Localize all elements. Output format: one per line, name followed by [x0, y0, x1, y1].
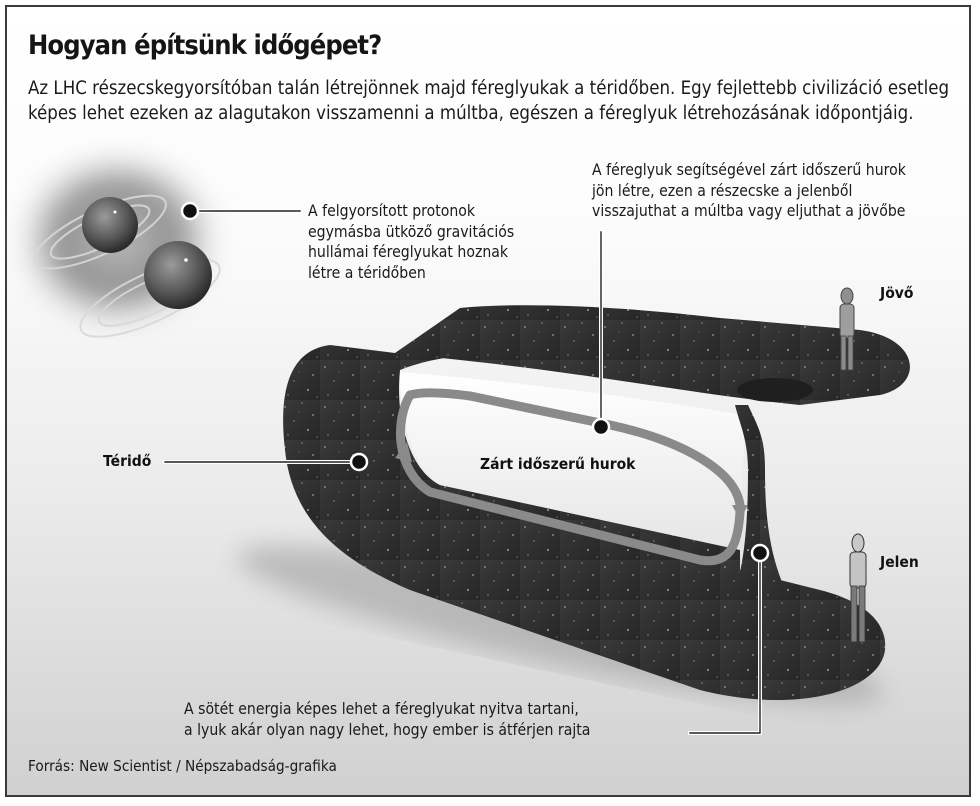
label-present: Jelen: [880, 553, 919, 571]
callout-line: A sötét energia képes lehet a féreglyuka…: [184, 699, 579, 718]
protons-marker-dot: [180, 201, 200, 221]
callout-closed-loop: A féreglyuk segítségével zárt időszerű h…: [592, 160, 906, 222]
callout-line: A féreglyuk segítségével zárt időszerű h…: [592, 160, 906, 179]
label-spacetime: Téridő: [103, 452, 152, 470]
callout-line: visszajuthat a múltba vagy eljuthat a jö…: [592, 201, 906, 220]
callout-line: A felgyorsított protonok: [308, 201, 476, 220]
loop-arrow-head-down: [732, 505, 748, 520]
proton-1: [82, 197, 138, 253]
spacetime-sheet: [283, 305, 910, 701]
callout-line: a lyuk akár olyan nagy lehet, hogy ember…: [184, 719, 591, 739]
intro-paragraph: Az LHC részecskegyorsítóban talán létrej…: [28, 76, 973, 126]
loop-marker-dot: [591, 417, 611, 437]
callout-dark-energy: A sötét energia képes lehet a féreglyuka…: [184, 699, 590, 740]
intro-line: Az LHC részecskegyorsítóban talán létrej…: [28, 78, 950, 99]
page-title: Hogyan építsünk időgépet?: [28, 30, 382, 61]
callout-line: hullámai féreglyukat hoznak: [308, 242, 509, 261]
leader-lines: [163, 209, 762, 735]
closed-timelike-loop-arrow: [396, 388, 745, 566]
source-credit: Forrás: New Scientist / Népszabadság-gra…: [28, 757, 337, 775]
callout-line: jön létre, ezen a részecske a jelenből: [592, 180, 853, 200]
wormhole-marker-dot: [750, 543, 770, 563]
label-closed-loop: Zárt időszerű hurok: [480, 455, 636, 473]
intro-line: képes lehet ezeken az alagutakon visszam…: [28, 103, 914, 124]
proton-2: [144, 241, 212, 309]
spacetime-marker-dot: [349, 452, 369, 472]
loop-arrow-head-up: [395, 442, 412, 462]
future-person-figure: [839, 287, 855, 371]
label-future: Jövő: [880, 284, 914, 302]
callout-protons: A felgyorsított protonok egymásba ütköző…: [308, 201, 514, 283]
callout-line: egymásba ütköző gravitációs: [308, 221, 515, 241]
callout-line: létre a téridőben: [308, 262, 426, 282]
present-person-figure: [849, 533, 867, 643]
protons-illustration: [10, 145, 226, 338]
